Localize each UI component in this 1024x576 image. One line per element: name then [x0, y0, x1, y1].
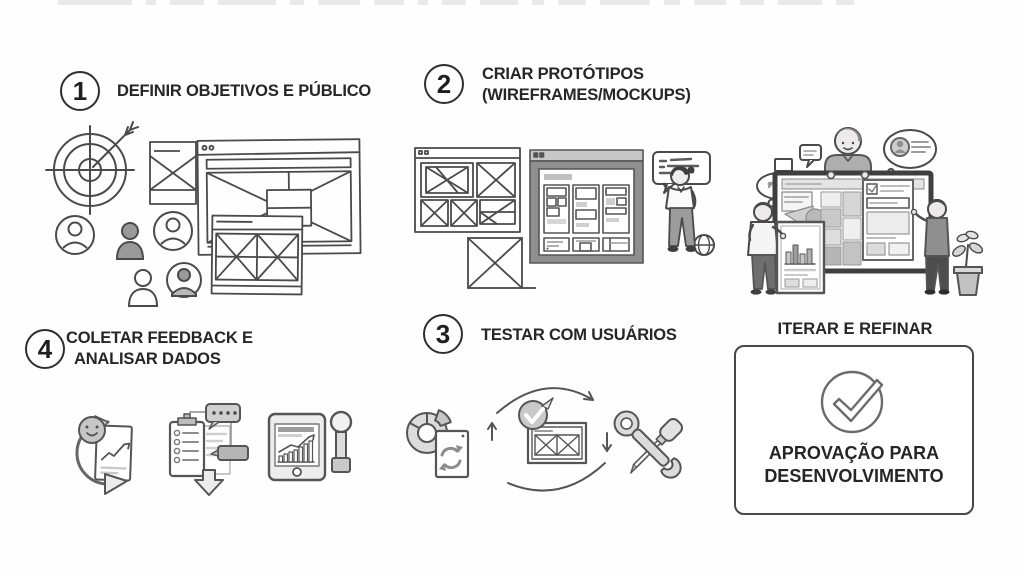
approval-label: APROVAÇÃO PARA DESENVOLVIMENTO	[764, 442, 943, 488]
person-behind-board	[824, 127, 872, 178]
placeholder-box-icon	[467, 237, 536, 289]
wireframe-check-icon	[518, 397, 588, 465]
wireframe-browser-icon	[149, 138, 362, 296]
step-1-number: 1	[60, 71, 100, 111]
tablet-analytics-icon	[267, 410, 353, 482]
step-4-icons	[75, 403, 353, 496]
step-4-number: 4	[25, 329, 65, 369]
step-2-illustration	[414, 147, 715, 289]
step-1-label-line1: DEFINIR OBJETIVOS E PÚBLICO	[117, 82, 372, 100]
check-circle-icon	[820, 370, 884, 434]
feedback-smiley-report-icon	[75, 415, 133, 495]
approval-label-line1: APROVAÇÃO PARA	[768, 443, 940, 463]
step-4-number-text: 4	[37, 333, 53, 364]
step-4-label-line2: ANALISAR DADOS	[74, 350, 221, 368]
target-icon	[45, 121, 139, 215]
users-group-icon	[55, 211, 202, 307]
step-3-number: 3	[423, 314, 463, 354]
step-4-label: COLETAR FEEDBACK E ANALISAR DADOS	[66, 328, 253, 370]
step-1-illustration	[45, 121, 362, 307]
presenter-person-illustration	[652, 151, 715, 256]
cropped-title-strip	[58, 0, 854, 6]
step-3-label-line1: TESTAR COM USUÁRIOS	[481, 326, 677, 344]
step-3-label: TESTAR COM USUÁRIOS	[481, 325, 677, 346]
step-2-number: 2	[424, 64, 464, 104]
step-2-label-line2: (WIREFRAMES/MOCKUPS)	[482, 86, 691, 104]
speech-bubble-avatar-icon	[881, 129, 937, 181]
iterate-title-text: ITERAR E REFINAR	[777, 320, 933, 338]
step-2-label-line1: CRIAR PROTÓTIPOS	[482, 65, 644, 83]
person-right	[910, 199, 950, 295]
beachball-icon	[693, 234, 715, 256]
chart-panel	[771, 220, 826, 295]
checklist-comments-icon	[168, 403, 249, 496]
approval-box: APROVAÇÃO PARA DESENVOLVIMENTO	[734, 345, 974, 515]
mockup-window-icon	[529, 149, 644, 264]
step-4-label-line1: COLETAR FEEDBACK E	[66, 329, 253, 347]
iterate-title: ITERAR E REFINAR	[733, 320, 977, 339]
step-3-icons	[406, 387, 684, 492]
pinned-spec-panel	[862, 179, 914, 261]
wireframe-window-icon	[414, 147, 521, 233]
step-2-number-text: 2	[436, 68, 452, 99]
step-1-label: DEFINIR OBJETIVOS E PÚBLICO	[117, 81, 371, 102]
team-collaboration-illustration	[747, 127, 984, 296]
plant-icon	[952, 230, 984, 296]
person-left	[747, 202, 779, 295]
step-1-number-text: 1	[72, 75, 88, 106]
crossed-tools-icon	[613, 410, 684, 479]
approval-label-line2: DESENVOLVIMENTO	[764, 466, 944, 486]
step-2-label: CRIAR PROTÓTIPOS (WIREFRAMES/MOCKUPS)	[482, 64, 691, 106]
step-3-number-text: 3	[435, 318, 451, 349]
chat-bubble-icon	[799, 144, 822, 168]
iteration-cycle-icon	[487, 387, 612, 492]
report-recycle-icon	[434, 429, 470, 479]
